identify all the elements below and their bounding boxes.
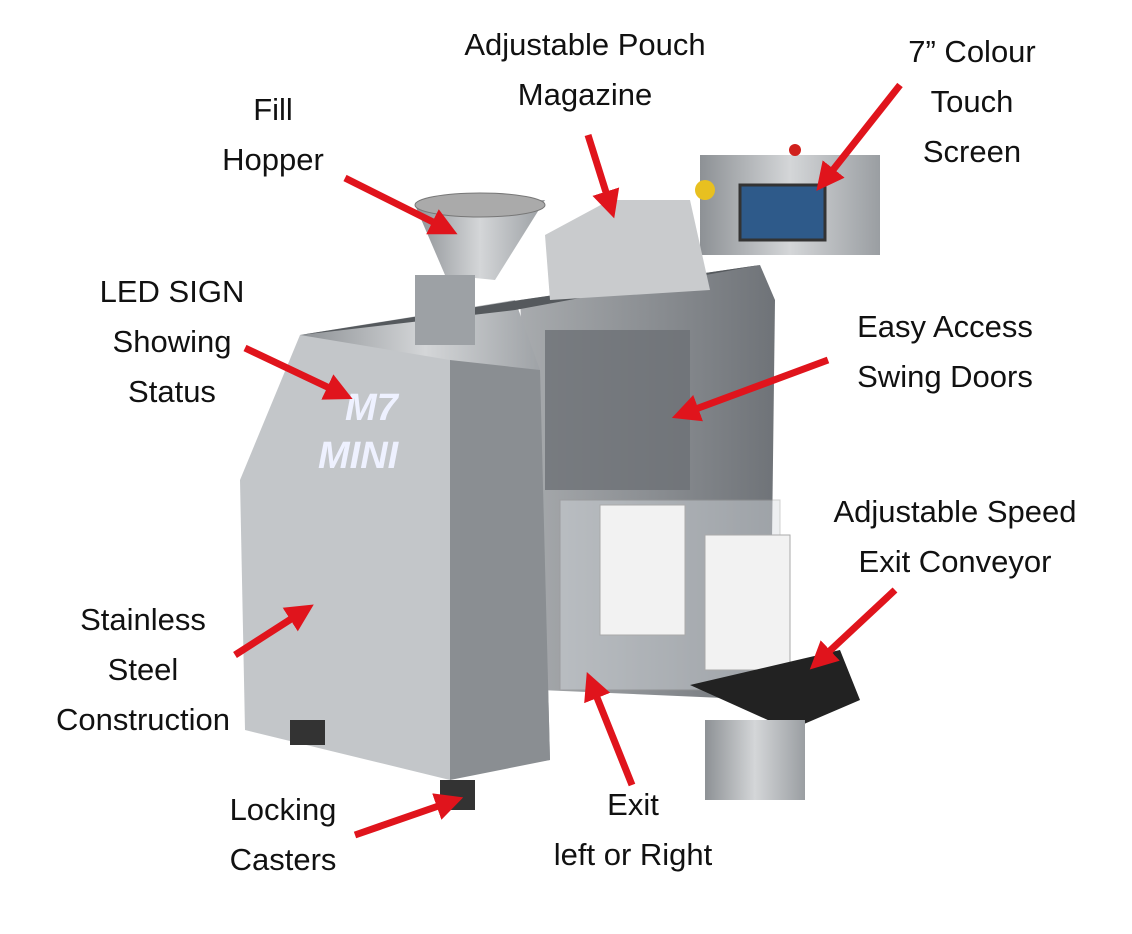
arrow-touch-screen: [816, 82, 903, 191]
arrow-casters: [353, 793, 464, 839]
arrow-exit: [584, 672, 636, 787]
led-text-mini: MINI: [318, 435, 400, 477]
arrow-exit-conveyor: [809, 587, 898, 670]
arrow-stainless: [233, 604, 314, 658]
led-sign: M7 MINI: [318, 387, 400, 477]
arrows: [233, 82, 903, 839]
led-text-m7: M7: [345, 387, 400, 429]
arrow-fill-hopper: [343, 174, 458, 235]
arrow-pouch-magazine: [584, 133, 620, 219]
arrow-led-sign: [243, 344, 353, 400]
machine-body: [240, 144, 880, 810]
arrow-swing-doors: [671, 356, 830, 422]
